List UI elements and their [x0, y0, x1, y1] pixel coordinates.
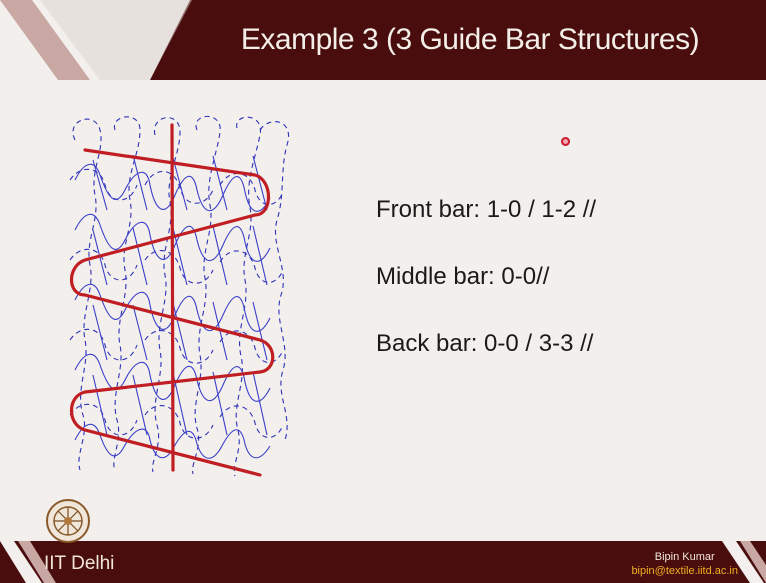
pointer-marker — [561, 137, 570, 146]
institute-logo-icon — [46, 499, 90, 543]
back-bar-notation: Back bar: 0-0 / 3-3 // — [376, 330, 594, 357]
presenter-email: bipin@textile.iitd.ac.in — [631, 565, 738, 577]
slide-title: Example 3 (3 Guide Bar Structures) — [240, 23, 700, 56]
footer-left-accent — [0, 541, 56, 583]
header-bar: Example 3 (3 Guide Bar Structures) — [0, 0, 766, 80]
footer-bar — [0, 541, 766, 583]
institution-name: IIT Delhi — [44, 553, 115, 574]
presenter-name: Bipin Kumar — [654, 551, 715, 563]
footer-right-accent — [722, 541, 766, 583]
middle-bar-dashed-lines — [69, 115, 290, 477]
front-bar-notation: Front bar: 1-0 / 1-2 // — [376, 196, 597, 223]
lapping-diagram — [69, 115, 290, 477]
middle-bar-notation: Middle bar: 0-0// — [376, 263, 550, 290]
guide-bar-notation: Front bar: 1-0 / 1-2 // Middle bar: 0-0/… — [376, 190, 736, 391]
presenter-info: Bipin Kumar bipin@textile.iitd.ac.in — [631, 550, 738, 578]
header-accent — [0, 0, 192, 80]
back-bar-laying — [70, 123, 275, 477]
